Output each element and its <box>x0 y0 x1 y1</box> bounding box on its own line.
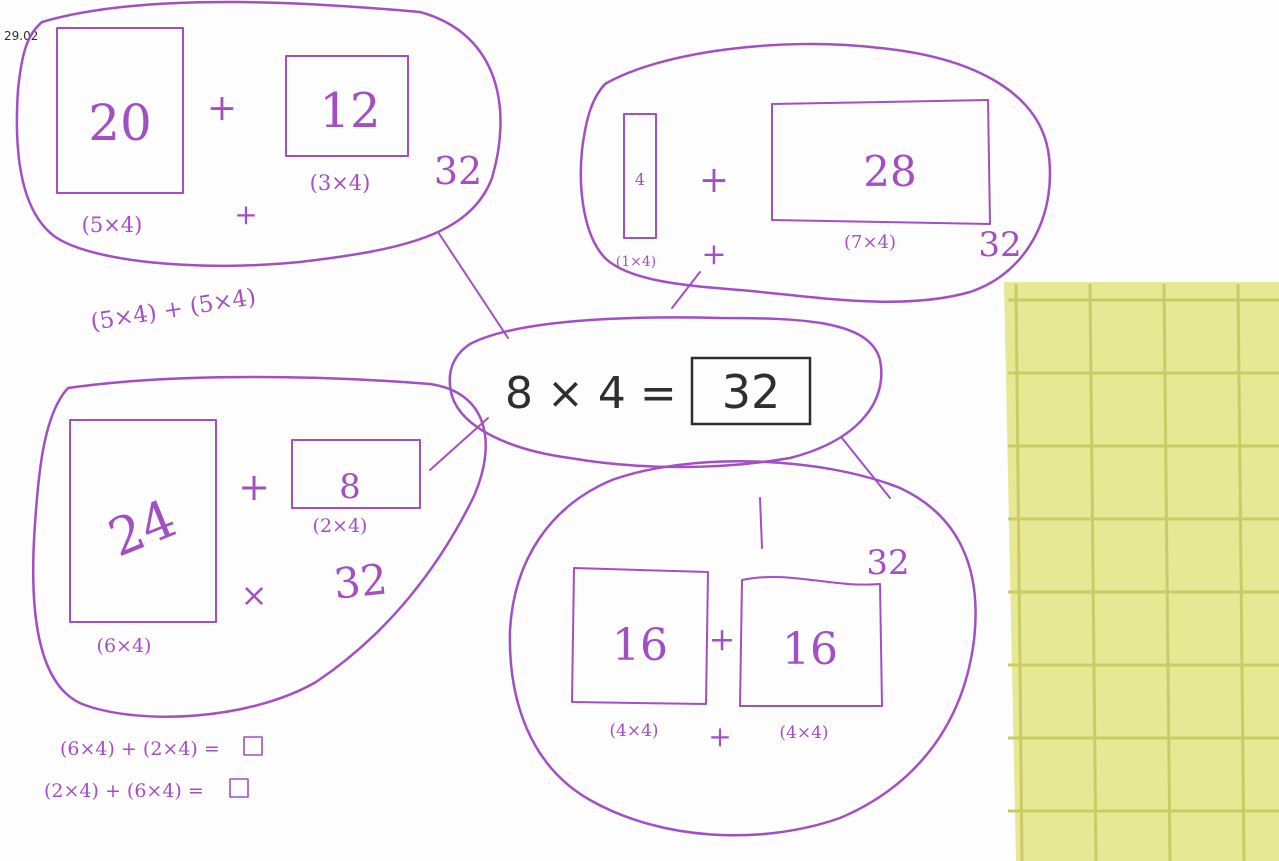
equation-line: (2×4) + (6×4) = <box>44 780 204 802</box>
factor-label-left: (6×4) <box>97 635 152 657</box>
connector-top-right <box>671 271 701 309</box>
factor-label-left: (1×4) <box>616 254 656 270</box>
factor-label-right: (3×4) <box>310 171 371 195</box>
answer-value: 32 <box>722 365 781 419</box>
bubble-center: 8 × 4 = 32 <box>448 316 883 469</box>
factor-label-right: (7×4) <box>844 232 896 253</box>
area-value-right: 28 <box>863 147 916 196</box>
grid-mat <box>1004 282 1279 861</box>
answer-box <box>690 356 812 426</box>
bubble-outline <box>448 316 883 469</box>
area-value-left: 4 <box>635 170 645 189</box>
grid-line-vertical <box>1088 283 1098 861</box>
area-rect-right <box>285 55 409 157</box>
answer-blank-box <box>243 736 263 756</box>
total-value: 32 <box>434 149 482 193</box>
bubble-outline <box>15 0 502 268</box>
bubble-bottom-right: 16 + 16 32 (4×4) + (4×4) <box>508 460 977 837</box>
area-rect-right <box>291 439 421 509</box>
equation-list: (6×4) + (2×4) = (2×4) + (6×4) = <box>44 736 263 802</box>
area-rect-right <box>771 99 991 225</box>
bubble-outline <box>31 375 487 718</box>
plus-sign: + <box>238 465 270 509</box>
factor-label-right: (4×4) <box>779 723 828 743</box>
plus-sign: + <box>708 720 731 753</box>
area-value-left: 20 <box>88 94 152 152</box>
answer-blank-box <box>229 778 249 798</box>
total-value: 32 <box>978 225 1021 265</box>
times-sign: × <box>241 576 268 614</box>
bubble-outline <box>579 42 1052 303</box>
grid-mat-surface <box>1004 282 1279 861</box>
plus-sign: + <box>234 198 257 231</box>
grid-line-vertical <box>1236 283 1246 861</box>
plus-sign: + <box>207 88 237 129</box>
area-rect-right <box>739 575 883 707</box>
factor-label-left: (5×4) <box>82 213 143 237</box>
bubble-top-left: 20 + 12 (5×4) + (3×4) 32 <box>15 0 502 268</box>
area-value-right: 12 <box>319 83 380 139</box>
area-value-right: 8 <box>339 467 361 507</box>
area-value-left: 16 <box>612 620 668 671</box>
area-rect-left <box>69 419 217 623</box>
area-rect-left <box>571 567 709 705</box>
total-value: 32 <box>331 554 389 608</box>
grid-lines <box>1008 283 1279 861</box>
factor-label-left: (4×4) <box>609 721 658 741</box>
plus-sign: + <box>699 160 729 201</box>
bubble-outline <box>508 460 977 837</box>
multiplication-expression: 8 × 4 = <box>505 368 677 419</box>
divider-stroke <box>759 497 763 549</box>
total-value: 32 <box>866 543 909 583</box>
connector-top-left <box>437 231 509 339</box>
factor-label-right: (2×4) <box>313 515 368 537</box>
plus-sign: + <box>701 237 726 272</box>
equation-line: (6×4) + (2×4) = <box>60 738 220 760</box>
grid-line-vertical <box>1162 283 1172 861</box>
area-rect-left <box>56 27 184 194</box>
area-value-right: 16 <box>782 624 838 675</box>
plus-sign: + <box>709 620 736 658</box>
area-rect-left <box>623 113 657 239</box>
connector-bottom-right <box>841 437 891 499</box>
bubble-top-right: 4 + 28 (1×4) + (7×4) 32 <box>579 42 1052 303</box>
grid-line-vertical <box>1014 283 1024 861</box>
